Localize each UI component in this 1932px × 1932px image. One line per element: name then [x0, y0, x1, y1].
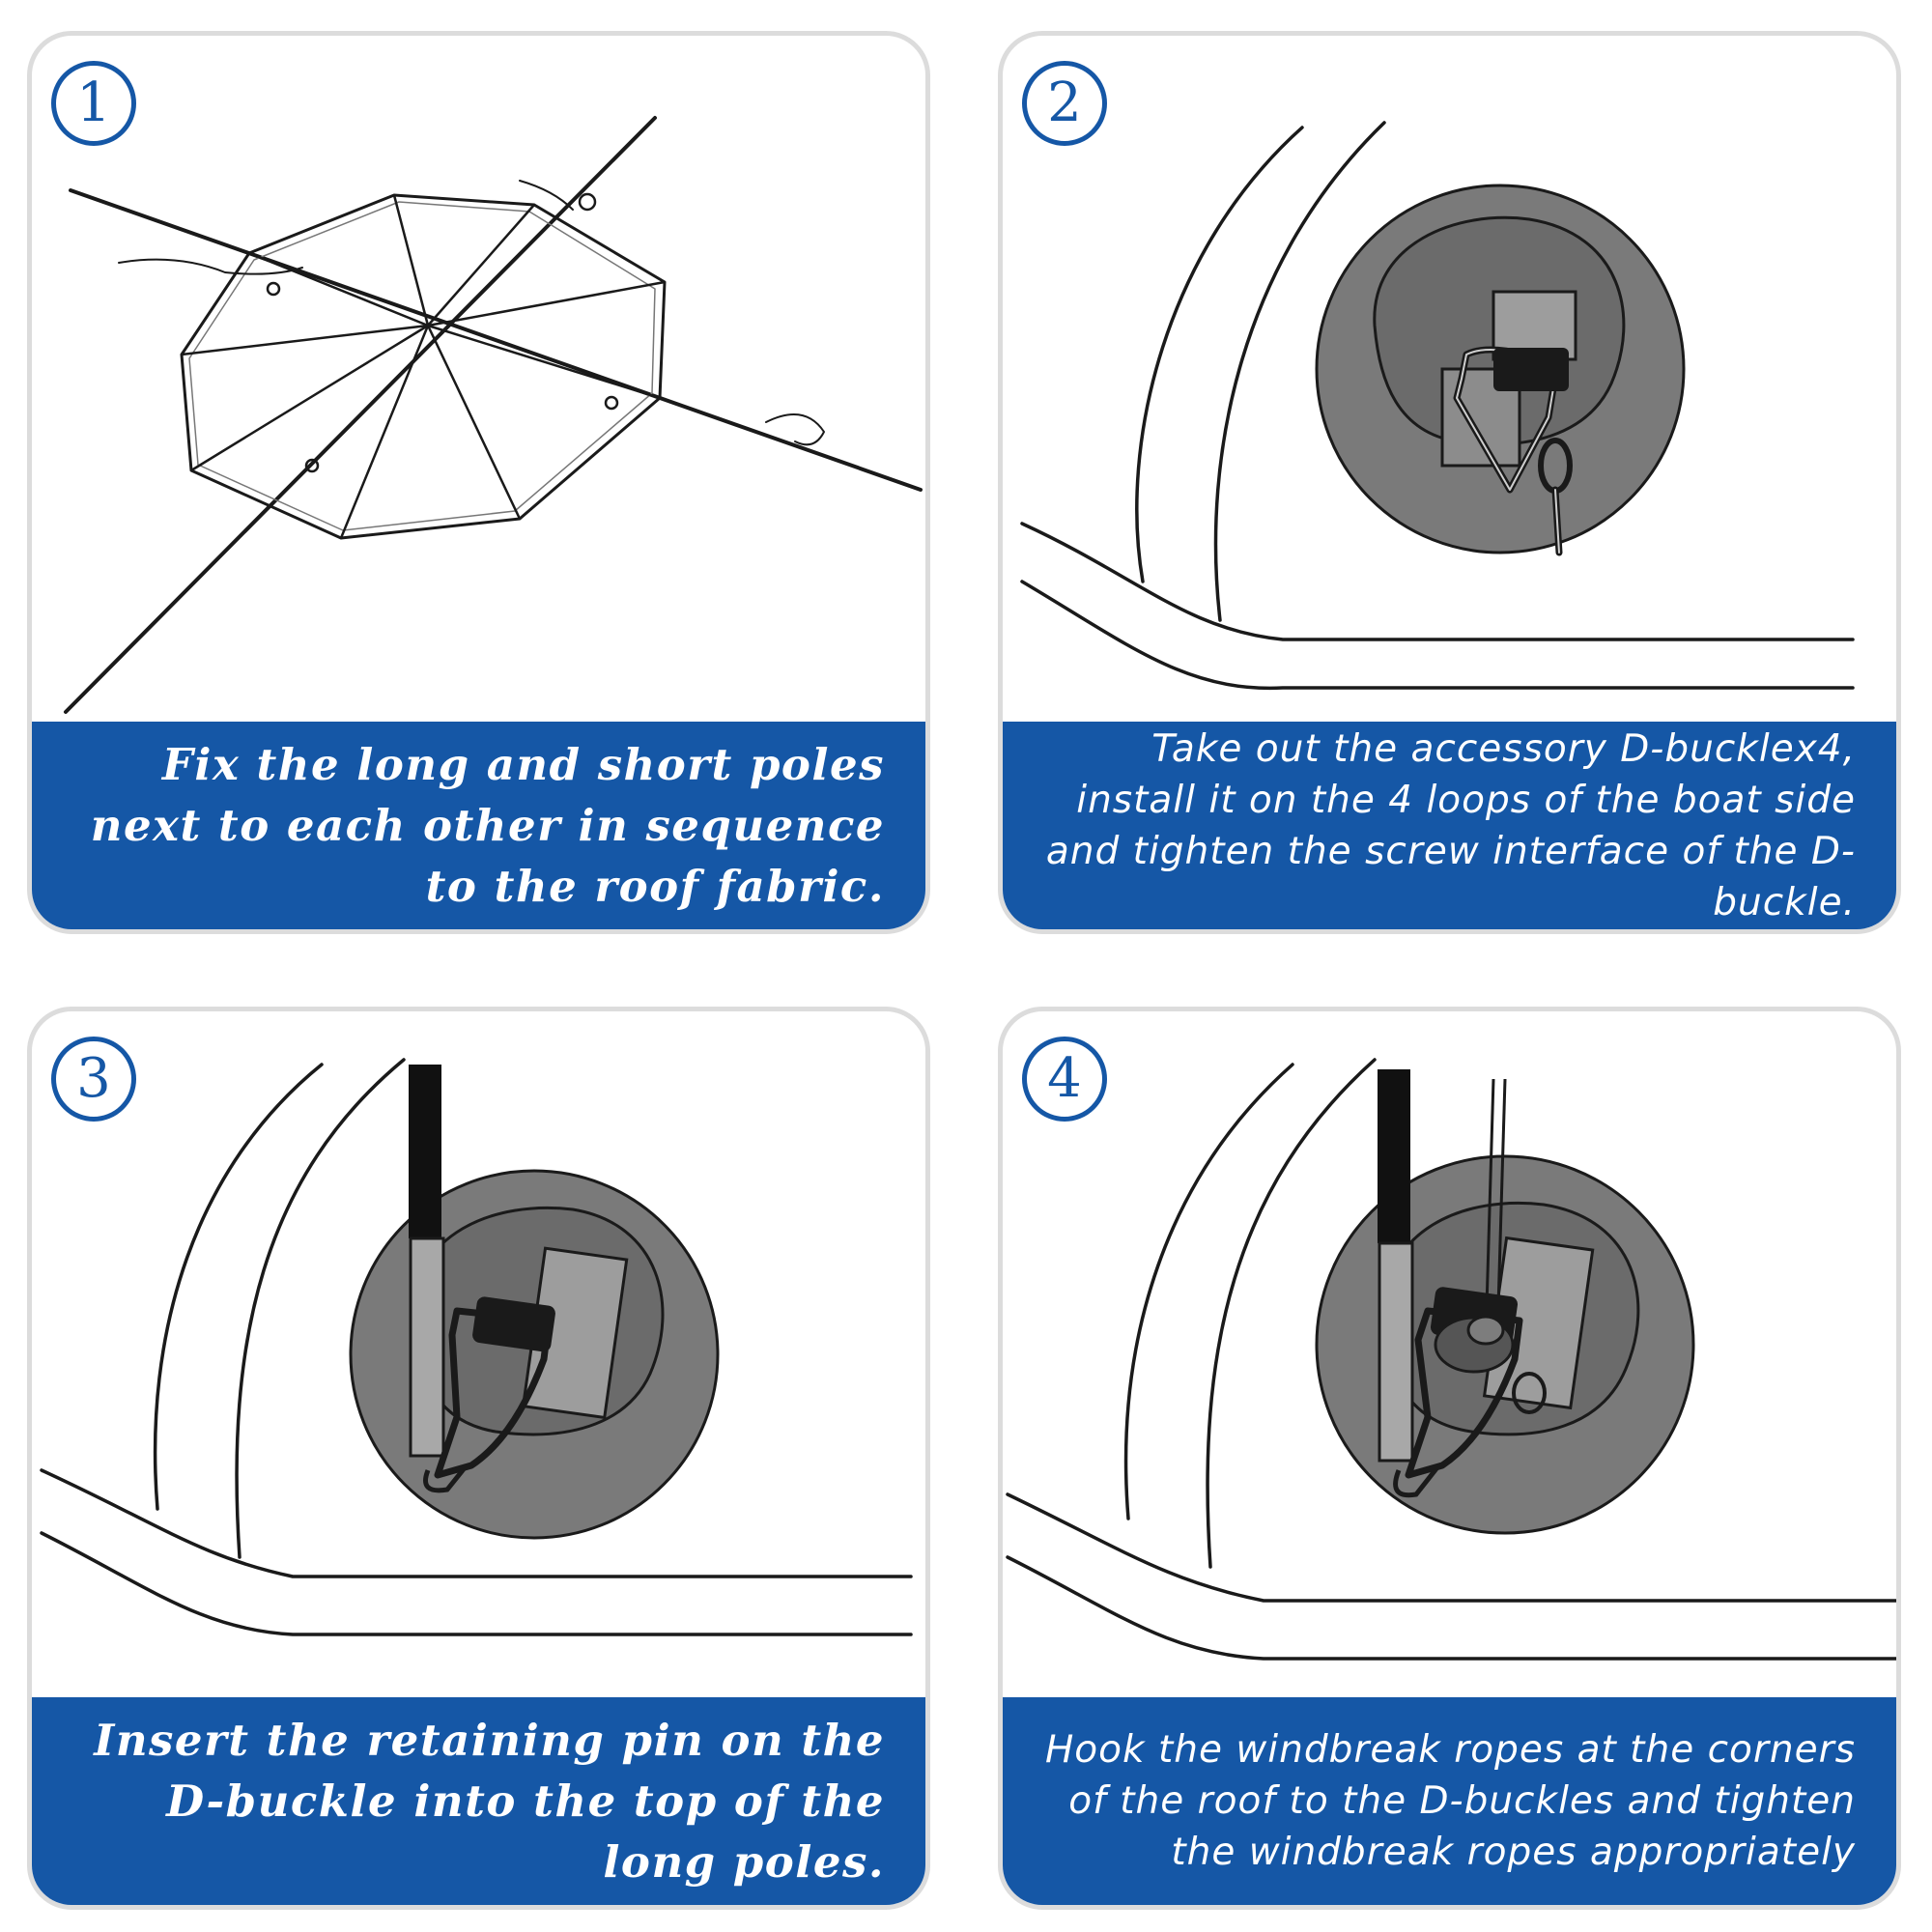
caption-text: Hook the windbreak ropes at the corners …	[1044, 1728, 1856, 1874]
step-4-caption: Hook the windbreak ropes at the corners …	[1003, 1697, 1896, 1905]
step-number-badge: 1	[51, 61, 136, 146]
d-buckle-illustration	[1020, 121, 1855, 691]
step-number-badge: 2	[1022, 61, 1107, 146]
windbreak-rope-illustration	[1006, 1058, 1896, 1661]
caption-text: Fix the long and short poles next to eac…	[90, 739, 885, 912]
step-4-card: 4 Hook the windbreak ropes at the corner…	[998, 1007, 1901, 1910]
step-number-badge: 3	[51, 1037, 136, 1122]
step-1-card: 1	[27, 31, 930, 934]
step-2-caption: Take out the accessory D-bucklex4, insta…	[1003, 722, 1896, 929]
step-3-caption: Insert the retaining pin on the D-buckle…	[32, 1697, 925, 1905]
roof-frame-illustration	[64, 116, 923, 714]
pole-insert-illustration	[40, 1058, 913, 1636]
step-2-card: 2 Take out the accessory D-bucklex4, ins…	[998, 31, 1901, 934]
step-1-caption: Fix the long and short poles next to eac…	[32, 722, 925, 929]
caption-text: Insert the retaining pin on the D-buckle…	[94, 1715, 885, 1888]
step-3-card: 3 Insert the retaining pin on the D-buck…	[27, 1007, 930, 1910]
caption-text: Take out the accessory D-bucklex4, insta…	[1045, 726, 1856, 924]
step-number-badge: 4	[1022, 1037, 1107, 1122]
